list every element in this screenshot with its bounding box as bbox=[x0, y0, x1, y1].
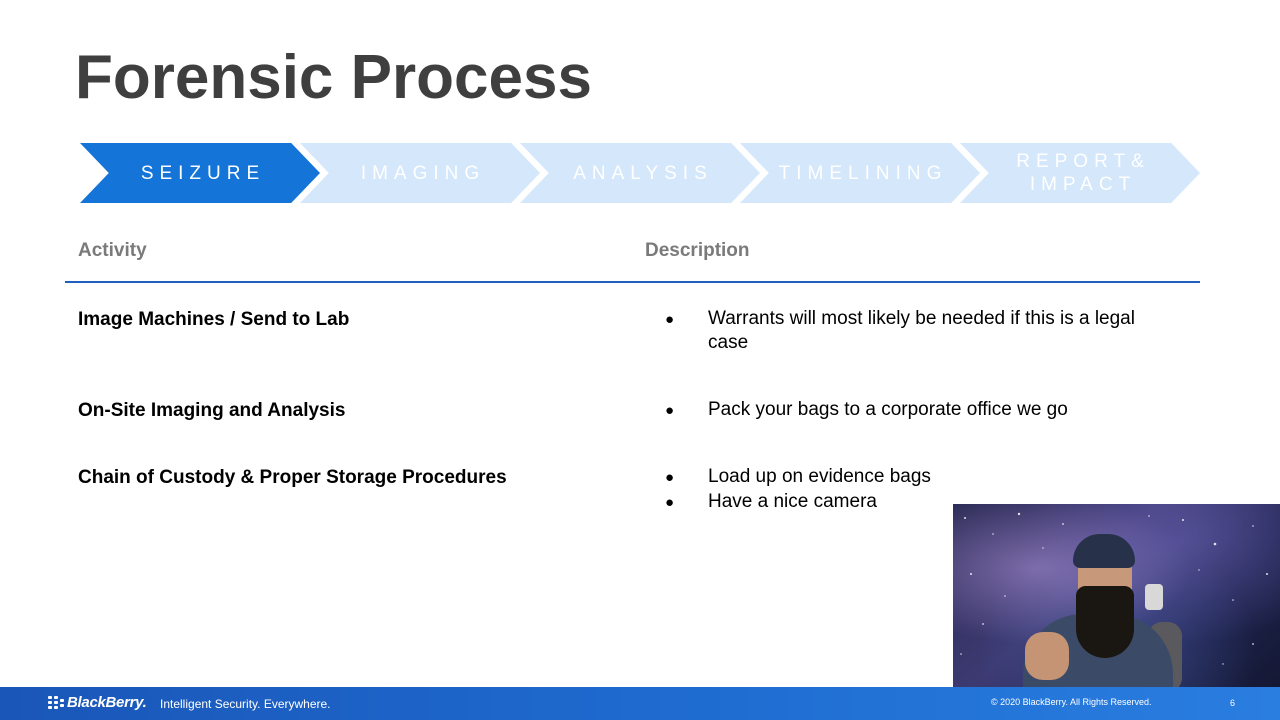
slide-title: Forensic Process bbox=[75, 43, 592, 112]
bullet-icon: ● bbox=[665, 493, 675, 511]
activity-cell: On-Site Imaging and Analysis bbox=[78, 400, 346, 421]
copyright-notice: © 2020 BlackBerry. All Rights Reserved. bbox=[991, 697, 1152, 707]
presenter-webcam[interactable] bbox=[953, 504, 1280, 687]
bullet-text: Have a nice camera bbox=[708, 490, 877, 512]
description-cell: ● Pack your bags to a corporate office w… bbox=[665, 398, 1165, 423]
step-imaging: IMAGING bbox=[300, 143, 540, 203]
bullet-item: ● Pack your bags to a corporate office w… bbox=[665, 398, 1165, 423]
presenter-hand bbox=[1025, 632, 1069, 680]
process-chevron-bar: SEIZURE IMAGING ANALYSIS TIMELINING REPO… bbox=[80, 143, 1200, 203]
bullet-icon: ● bbox=[665, 469, 675, 486]
starfield-background bbox=[960, 512, 1268, 665]
step-label: ANALYSIS bbox=[573, 162, 713, 184]
description-cell: ● Warrants will most likely be needed if… bbox=[665, 307, 1165, 354]
bullet-text: Pack your bags to a corporate office we … bbox=[708, 399, 1068, 420]
presenter-beard bbox=[1076, 586, 1134, 658]
activity-cell: Image Machines / Send to Lab bbox=[78, 309, 350, 330]
bullet-icon: ● bbox=[665, 402, 675, 419]
brand-name: BlackBerry. bbox=[67, 694, 147, 711]
column-header-activity: Activity bbox=[78, 240, 147, 261]
bullet-text: Warrants will most likely be needed if t… bbox=[708, 308, 1135, 353]
slide-footer: BlackBerry. Intelligent Security. Everyw… bbox=[0, 687, 1280, 720]
bullet-icon: ● bbox=[665, 311, 675, 328]
page-number: 6 bbox=[1230, 698, 1236, 708]
column-header-description: Description bbox=[645, 240, 750, 261]
brand-logo: BlackBerry. bbox=[48, 694, 147, 711]
step-timelining: TIMELINING bbox=[740, 143, 980, 203]
step-label: IMAGING bbox=[360, 162, 486, 184]
activity-cell: Chain of Custody & Proper Storage Proced… bbox=[78, 467, 507, 488]
step-report-impact: REPORT& IMPACT bbox=[960, 143, 1200, 203]
bullet-item: ● Warrants will most likely be needed if… bbox=[665, 307, 1165, 354]
step-analysis: ANALYSIS bbox=[520, 143, 760, 203]
bullet-item: ● Load up on evidence bags bbox=[665, 465, 1165, 490]
step-label: SEIZURE bbox=[140, 162, 266, 184]
brand-tagline: Intelligent Security. Everywhere. bbox=[160, 697, 331, 711]
presenter-turban bbox=[1073, 534, 1135, 568]
header-divider bbox=[65, 281, 1200, 283]
microphone bbox=[1145, 584, 1163, 610]
blackberry-logo-icon bbox=[48, 695, 64, 710]
bullet-item: ● Have a nice camera bbox=[665, 490, 1165, 515]
bullet-text: Load up on evidence bags bbox=[708, 466, 931, 487]
description-cell: ● Load up on evidence bags ● Have a nice… bbox=[665, 465, 1165, 514]
step-seizure: SEIZURE bbox=[80, 143, 320, 203]
step-label: REPORT& IMPACT bbox=[1016, 151, 1150, 195]
step-label: TIMELINING bbox=[778, 162, 948, 184]
